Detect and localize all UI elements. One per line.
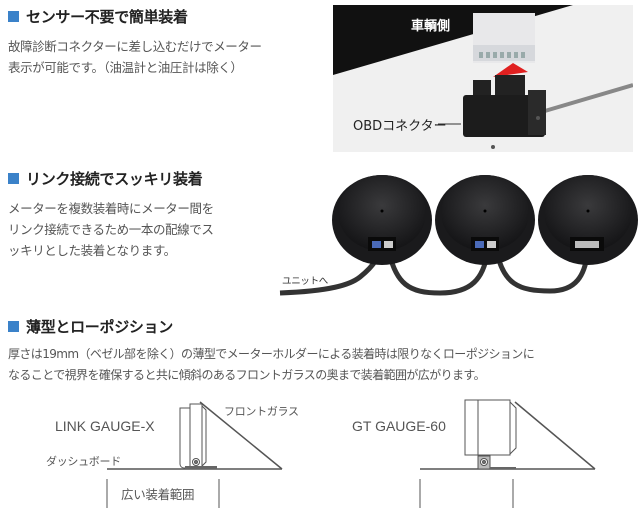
mounting-range-label: 広い装着範囲 [121,487,195,502]
vehicle-side-label: 車輌側 [411,19,451,34]
section-text-link: メーターを複数装着時にメーター間を リンク接続できるため一本の配線でス ッキリと… [8,198,214,261]
section-heading-sensorless: センサー不要で簡単装着 [8,6,188,27]
insert-arrow-icon [493,63,528,77]
gauge-1-icon [332,175,432,265]
to-unit-label: ユニットへ [282,276,329,287]
obd-connector-label: OBDコネクター [353,119,447,134]
bullet-square-icon [8,173,19,184]
text-line: なることで視界を確保すると共に傾斜のあるフロントガラスの奥まで装着範囲が広がりま… [8,368,486,382]
section-heading-link: リンク接続でスッキリ装着 [8,168,203,189]
heading-text: センサー不要で簡単装着 [26,8,188,26]
text-line: メーターを複数装着時にメーター間を [8,201,214,216]
bullet-square-icon [8,321,19,332]
mounting-diagram [106,399,596,508]
section-heading-slim: 薄型とローポジション [8,316,173,337]
linked-gauges-illustration [279,175,638,296]
linked-gauges-image: ユニットへ [270,165,640,305]
windshield-label: フロントガラス [224,405,299,418]
text-line: リンク接続できるため一本の配線でス [8,222,214,237]
text-line: 厚さは19mm（ベゼル部を除く）の薄型でメーターホルダーによる装着時は限りなくロ… [8,347,535,361]
right-model-label: GT GAUGE-60 [352,418,446,434]
text-line: 故障診断コネクターに差し込むだけでメーター [8,39,262,54]
text-line: 表示が可能です。（油温計と油圧計は除く） [8,60,243,75]
heading-text: 薄型とローポジション [26,318,174,336]
bullet-square-icon [8,11,19,22]
gauge-3-icon [538,175,638,265]
section-text-slim: 厚さは19mm（ベゼル部を除く）の薄型でメーターホルダーによる装着時は限りなくロ… [8,344,535,386]
obd-illustration [333,5,633,149]
text-line: ッキリとした装着となります。 [8,243,176,258]
gauge-2-icon [435,175,535,265]
obd-connector-image: 車輌側 OBDコネクター [333,5,633,152]
section-text-sensorless: 故障診断コネクターに差し込むだけでメーター 表示が可能です。（油温計と油圧計は除… [8,36,262,78]
left-model-label: LINK GAUGE-X [55,418,155,434]
obd-plug-icon [463,75,546,149]
dashboard-label: ダッシュボード [46,455,121,468]
heading-text: リンク接続でスッキリ装着 [26,170,203,188]
vehicle-port-icon [473,13,535,63]
